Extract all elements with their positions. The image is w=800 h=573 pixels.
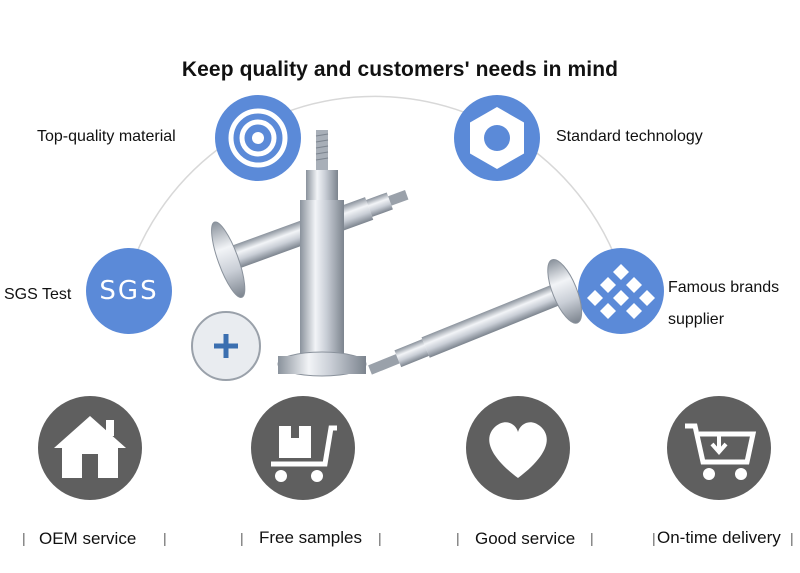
hex-nut-icon: [454, 95, 540, 181]
feature-label-technology: Standard technology: [556, 128, 703, 145]
sgs-badge-icon: SGS: [86, 248, 172, 334]
separator: |: [163, 530, 167, 546]
package-cart-icon: [251, 396, 355, 500]
headline: Keep quality and customers' needs in min…: [181, 58, 619, 81]
heart-icon: [466, 396, 570, 500]
service-label-delivery: On-time delivery: [657, 528, 781, 547]
separator: |: [22, 530, 26, 546]
service-label-good: Good service: [475, 529, 576, 548]
shopping-cart-icon: [667, 396, 771, 500]
separator: |: [790, 530, 794, 546]
diamond-cluster-icon: [578, 248, 664, 334]
feature-label-material: Top-quality material: [37, 128, 176, 145]
separator: |: [378, 530, 382, 546]
home-icon: [38, 396, 142, 500]
feature-label-brands-line2: supplier: [668, 311, 725, 328]
service-label-oem: OEM service: [39, 529, 137, 548]
separator: |: [240, 530, 244, 546]
service-label-samples: Free samples: [259, 528, 362, 547]
feature-label-brands-line1: Famous brands: [668, 279, 780, 296]
separator: |: [652, 530, 656, 546]
sgs-badge-text: SGS: [99, 276, 159, 306]
separator: |: [456, 530, 460, 546]
shoulder-bolts-image: [191, 130, 583, 381]
separator: |: [590, 530, 594, 546]
feature-label-sgs: SGS Test: [4, 286, 72, 303]
target-icon: [215, 95, 301, 181]
